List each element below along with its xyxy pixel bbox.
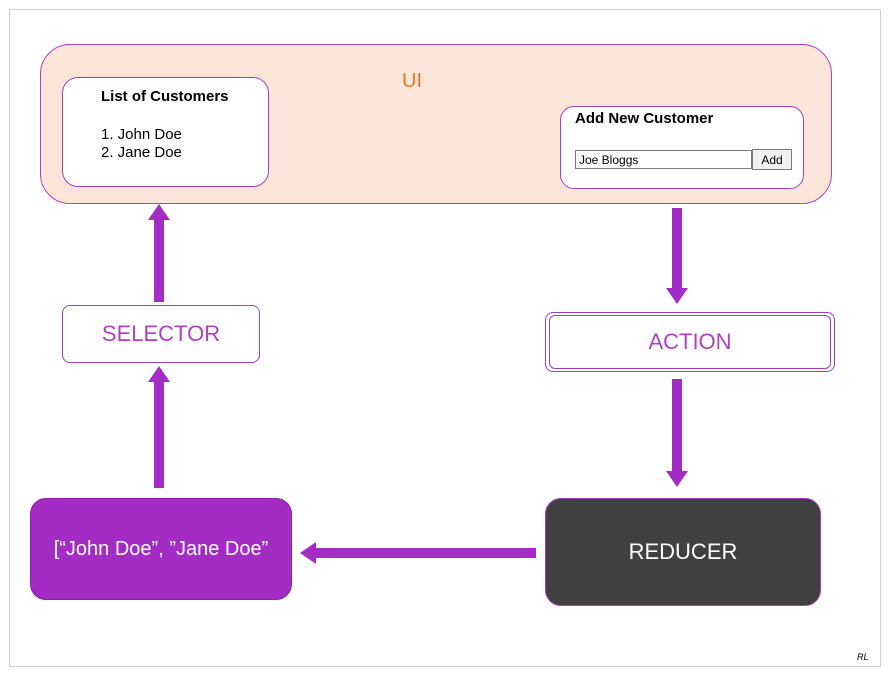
customer-list-card bbox=[62, 77, 269, 187]
selector-label: SELECTOR bbox=[101, 321, 221, 346]
reducer-box: REDUCER bbox=[545, 498, 821, 606]
customer-list-title: List of Customers bbox=[101, 88, 229, 105]
arrow-action-to-reducer bbox=[666, 379, 688, 487]
state-text: [“John Doe”, ”Jane Doe” bbox=[53, 537, 269, 560]
selector-box: SELECTOR bbox=[62, 305, 260, 363]
arrow-ui-to-action bbox=[666, 208, 688, 304]
author-credit: RL bbox=[857, 652, 869, 662]
add-customer-card bbox=[560, 106, 804, 189]
action-box: ACTION bbox=[545, 312, 835, 372]
reducer-label: REDUCER bbox=[628, 539, 738, 564]
arrow-selector-to-ui bbox=[148, 204, 170, 302]
customer-list-item: 1. John Doe bbox=[101, 126, 182, 143]
ui-panel-label: UI bbox=[402, 70, 422, 92]
arrow-reducer-to-state bbox=[300, 542, 536, 564]
add-customer-button[interactable]: Add bbox=[752, 149, 792, 170]
arrow-state-to-selector bbox=[148, 366, 170, 488]
state-box: [“John Doe”, ”Jane Doe” bbox=[30, 498, 292, 600]
action-box-inner-border bbox=[549, 315, 831, 369]
customer-name-input[interactable] bbox=[575, 150, 752, 169]
customer-list: 1. John Doe 2. Jane Doe bbox=[101, 126, 182, 162]
add-customer-title: Add New Customer bbox=[575, 110, 714, 127]
customer-list-item: 2. Jane Doe bbox=[101, 144, 182, 161]
action-label: ACTION bbox=[648, 329, 732, 354]
